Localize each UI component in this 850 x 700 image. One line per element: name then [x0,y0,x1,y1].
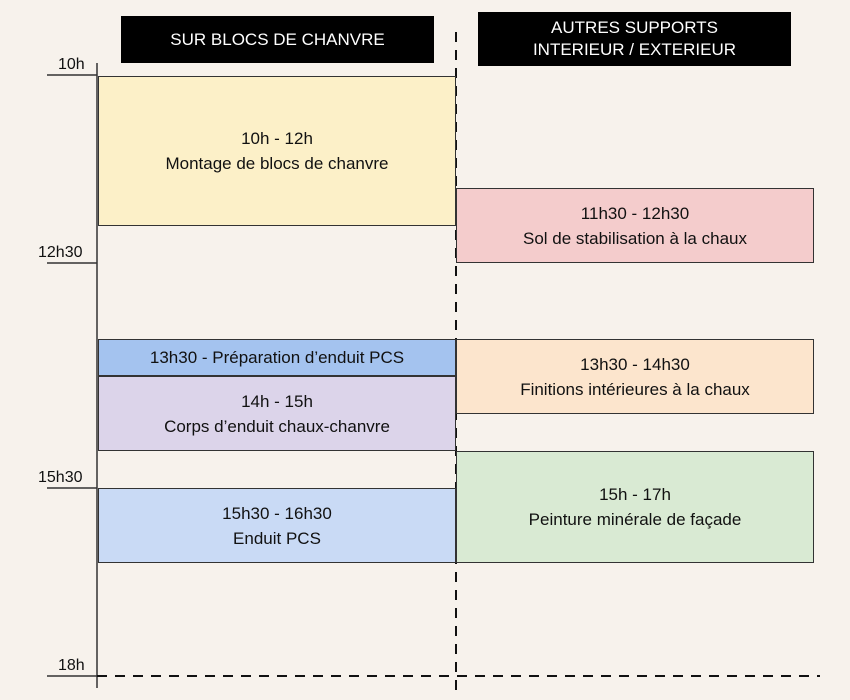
block-sol-stabilisation: 11h30 - 12h30 Sol de stabilisation à la … [456,188,814,263]
block-time: 13h30 - 14h30 [580,354,690,374]
time-label-18h: 18h [58,657,85,674]
block-label: Sol de stabilisation à la chaux [523,228,747,248]
block-time: 11h30 - 12h30 [580,203,690,223]
block-peinture-minerale: 15h - 17h Peinture minérale de façade [456,451,814,563]
time-label-10h: 10h [58,56,85,73]
header-right-line2: INTERIEUR / EXTERIEUR [532,40,737,59]
block-montage-blocs: 10h - 12h Montage de blocs de chanvre [98,76,456,226]
header-right-line1: AUTRES SUPPORTS [551,18,718,37]
block-time: 14h - 15h [241,391,313,411]
time-label-15h30: 15h30 [38,469,83,486]
block-finitions-interieures: 13h30 - 14h30 Finitions intérieures à la… [456,339,814,414]
block-label: Montage de blocs de chanvre [165,154,389,173]
header-right: AUTRES SUPPORTS INTERIEUR / EXTERIEUR [478,12,791,66]
block-time: 10h - 12h [241,129,313,148]
block-time: 15h - 17h [599,485,671,504]
block-label: Corps d’enduit chaux-chanvre [164,416,390,436]
block-label: Enduit PCS [233,528,321,548]
block-corps-enduit: 14h - 15h Corps d’enduit chaux-chanvre [98,376,456,451]
block-time: 13h30 - Préparation d’enduit PCS [149,348,405,367]
time-label-12h30: 12h30 [38,244,83,261]
block-time: 15h30 - 16h30 [222,503,332,523]
block-preparation-enduit: 13h30 - Préparation d’enduit PCS [98,339,456,376]
block-label: Finitions intérieures à la chaux [520,379,750,399]
block-label: Peinture minérale de façade [528,510,742,529]
block-enduit-pcs: 15h30 - 16h30 Enduit PCS [98,488,456,563]
header-left: SUR BLOCS DE CHANVRE [121,16,434,63]
header-left-label: SUR BLOCS DE CHANVRE [170,29,385,49]
